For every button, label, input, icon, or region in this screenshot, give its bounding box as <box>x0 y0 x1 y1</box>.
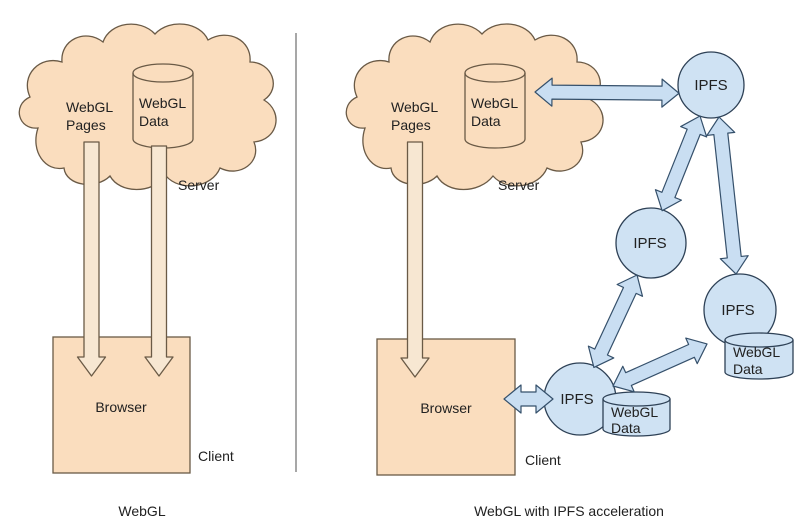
ipfs-node-top <box>677 51 745 119</box>
left-cylinder-label-line1: WebGL <box>139 95 186 111</box>
left-client-label: Client <box>198 448 234 464</box>
ipfs-data-cylinder-bottom-left-icon <box>602 391 671 437</box>
right-pages-download-arrow-icon <box>400 141 430 378</box>
right-browser-box <box>376 338 516 476</box>
right-cloud-label-line2: Pages <box>391 117 431 133</box>
left-server-label: Server <box>178 177 220 193</box>
left-panel: WebGL Data WebGL Pages Server Browser Cl… <box>18 23 277 519</box>
right-server-label: Server <box>498 177 540 193</box>
arrow-top-ipfs-to-middle-ipfs-icon <box>654 115 708 212</box>
left-caption: WebGL <box>118 503 165 519</box>
ipfs-node-middle-label: IPFS <box>633 235 666 252</box>
left-cylinder-label-line2: Data <box>139 113 169 129</box>
right-client-label: Client <box>525 452 561 468</box>
ipfs-node-middle <box>615 207 687 279</box>
right-cloud-label-line1: WebGL <box>391 99 438 115</box>
left-webgl-data-cylinder-icon <box>132 63 194 149</box>
right-cylinder-label-line1: WebGL <box>471 95 518 111</box>
ipfs-cyl2-label-line2: Data <box>733 361 763 377</box>
ipfs-cyl1-label-line1: WebGL <box>611 404 658 420</box>
left-pages-download-arrow-icon <box>76 141 107 377</box>
arrow-browser-to-bottom-left-ipfs-icon <box>503 384 554 414</box>
right-browser-label: Browser <box>420 400 472 416</box>
right-cylinder-label-line2: Data <box>471 113 501 129</box>
left-cloud-label-line1: WebGL <box>66 99 113 115</box>
left-cloud-label-line2: Pages <box>66 117 106 133</box>
ipfs-data-cylinder-bottom-right-icon <box>724 332 794 380</box>
ipfs-node-top-label: IPFS <box>694 77 727 94</box>
arrow-middle-ipfs-to-bottom-left-ipfs-icon <box>587 274 644 369</box>
left-data-download-arrow-icon <box>144 145 174 377</box>
right-webgl-data-cylinder-icon <box>464 63 526 149</box>
arrow-cloud-to-top-ipfs-icon <box>534 77 680 108</box>
left-browser-label: Browser <box>95 399 147 415</box>
ipfs-cyl2-label-line1: WebGL <box>733 344 780 360</box>
right-caption: WebGL with IPFS acceleration <box>474 503 664 519</box>
arrow-top-ipfs-to-bottom-right-ipfs-icon <box>706 116 749 275</box>
right-panel: WebGL Data WebGL Pages Server Browser Cl… <box>345 23 794 519</box>
ipfs-cyl1-label-line2: Data <box>611 420 641 436</box>
ipfs-node-bottom-right-label: IPFS <box>721 302 754 319</box>
arrow-bottom-left-ipfs-to-bottom-right-ipfs-icon <box>612 337 708 393</box>
ipfs-node-bottom-left-label: IPFS <box>560 391 593 408</box>
